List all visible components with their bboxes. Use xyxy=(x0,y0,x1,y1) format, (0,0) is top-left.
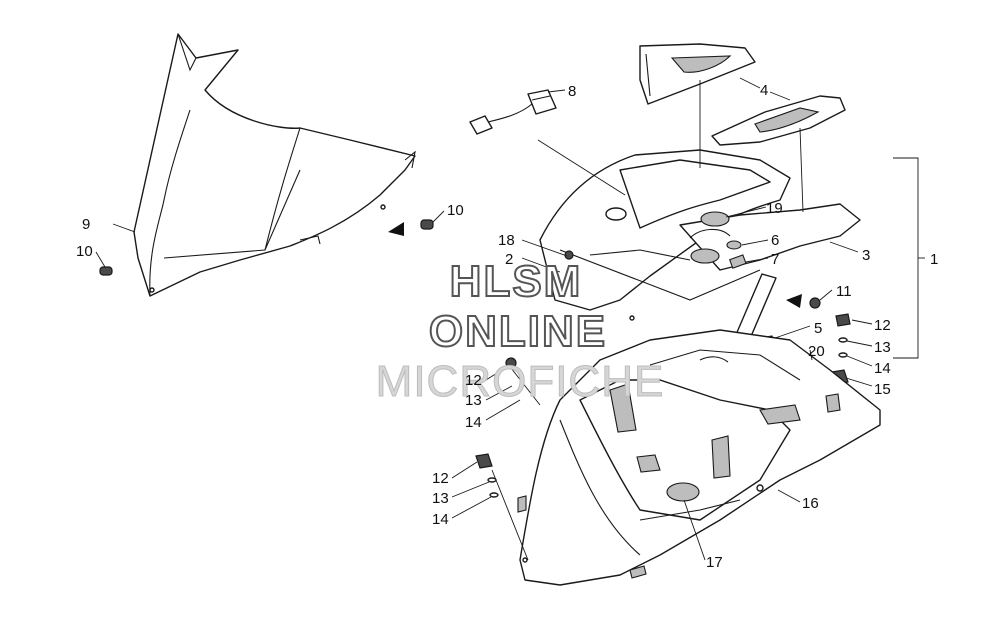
callout-3: 3 xyxy=(862,247,870,264)
windshield xyxy=(133,33,416,297)
callout-10-right: 10 xyxy=(447,202,464,219)
clip-7 xyxy=(729,254,747,269)
vent-cover-lower xyxy=(711,95,846,146)
direction-arrow-icon-right xyxy=(786,294,802,308)
callout-20: 20 xyxy=(808,343,825,360)
callout-9: 9 xyxy=(82,216,90,233)
vent-cover-upper xyxy=(639,43,756,105)
callout-12-left-lower: 12 xyxy=(432,470,449,487)
callout-7: 7 xyxy=(771,251,779,268)
callout-14-right: 14 xyxy=(874,360,891,377)
callout-labels: 8 4 1 19 6 7 3 18 2 10 9 10 11 5 20 12 1… xyxy=(76,82,938,571)
bolt-10-right xyxy=(420,210,445,230)
hood-upper-panel xyxy=(539,149,861,321)
callout-2: 2 xyxy=(505,251,513,268)
callout-10-left: 10 xyxy=(76,243,93,260)
fastener-stack-left-upper xyxy=(505,357,541,406)
watermark-line-1: HLSM xyxy=(450,257,583,306)
watermark-line-2: ONLINE xyxy=(429,307,607,356)
callout-14-left-lower: 14 xyxy=(432,511,449,528)
callout-12-left-upper: 12 xyxy=(465,372,482,389)
callout-1: 1 xyxy=(930,251,938,268)
watermark: HLSM ONLINE MICROFICHE xyxy=(375,256,665,407)
callout-15: 15 xyxy=(874,381,891,398)
nut-11 xyxy=(809,297,821,309)
plug-6 xyxy=(726,240,742,250)
lower-shroud xyxy=(517,329,881,586)
wiring-harness xyxy=(469,89,557,135)
fastener-stack-right xyxy=(835,313,851,358)
callout-18: 18 xyxy=(498,232,515,249)
callout-6: 6 xyxy=(771,232,779,249)
leader-lines xyxy=(95,77,925,561)
callout-13-left-lower: 13 xyxy=(432,490,449,507)
grommet-19 xyxy=(700,211,730,227)
callout-4: 4 xyxy=(760,82,768,99)
fastener-stack-left-lower xyxy=(475,453,529,561)
callout-13-left-upper: 13 xyxy=(465,392,482,409)
callout-8: 8 xyxy=(568,83,576,100)
callout-13-right: 13 xyxy=(874,339,891,356)
bolt-10-left xyxy=(99,266,113,276)
callout-19: 19 xyxy=(766,200,783,217)
callout-5: 5 xyxy=(814,320,822,337)
callout-16: 16 xyxy=(802,495,819,512)
watermark-line-3: MICROFICHE xyxy=(376,357,665,406)
callout-17: 17 xyxy=(706,554,723,571)
direction-arrow-icon xyxy=(388,222,404,236)
callout-11: 11 xyxy=(836,283,852,300)
callout-12-right: 12 xyxy=(874,317,891,334)
callout-14-left-upper: 14 xyxy=(465,414,482,431)
